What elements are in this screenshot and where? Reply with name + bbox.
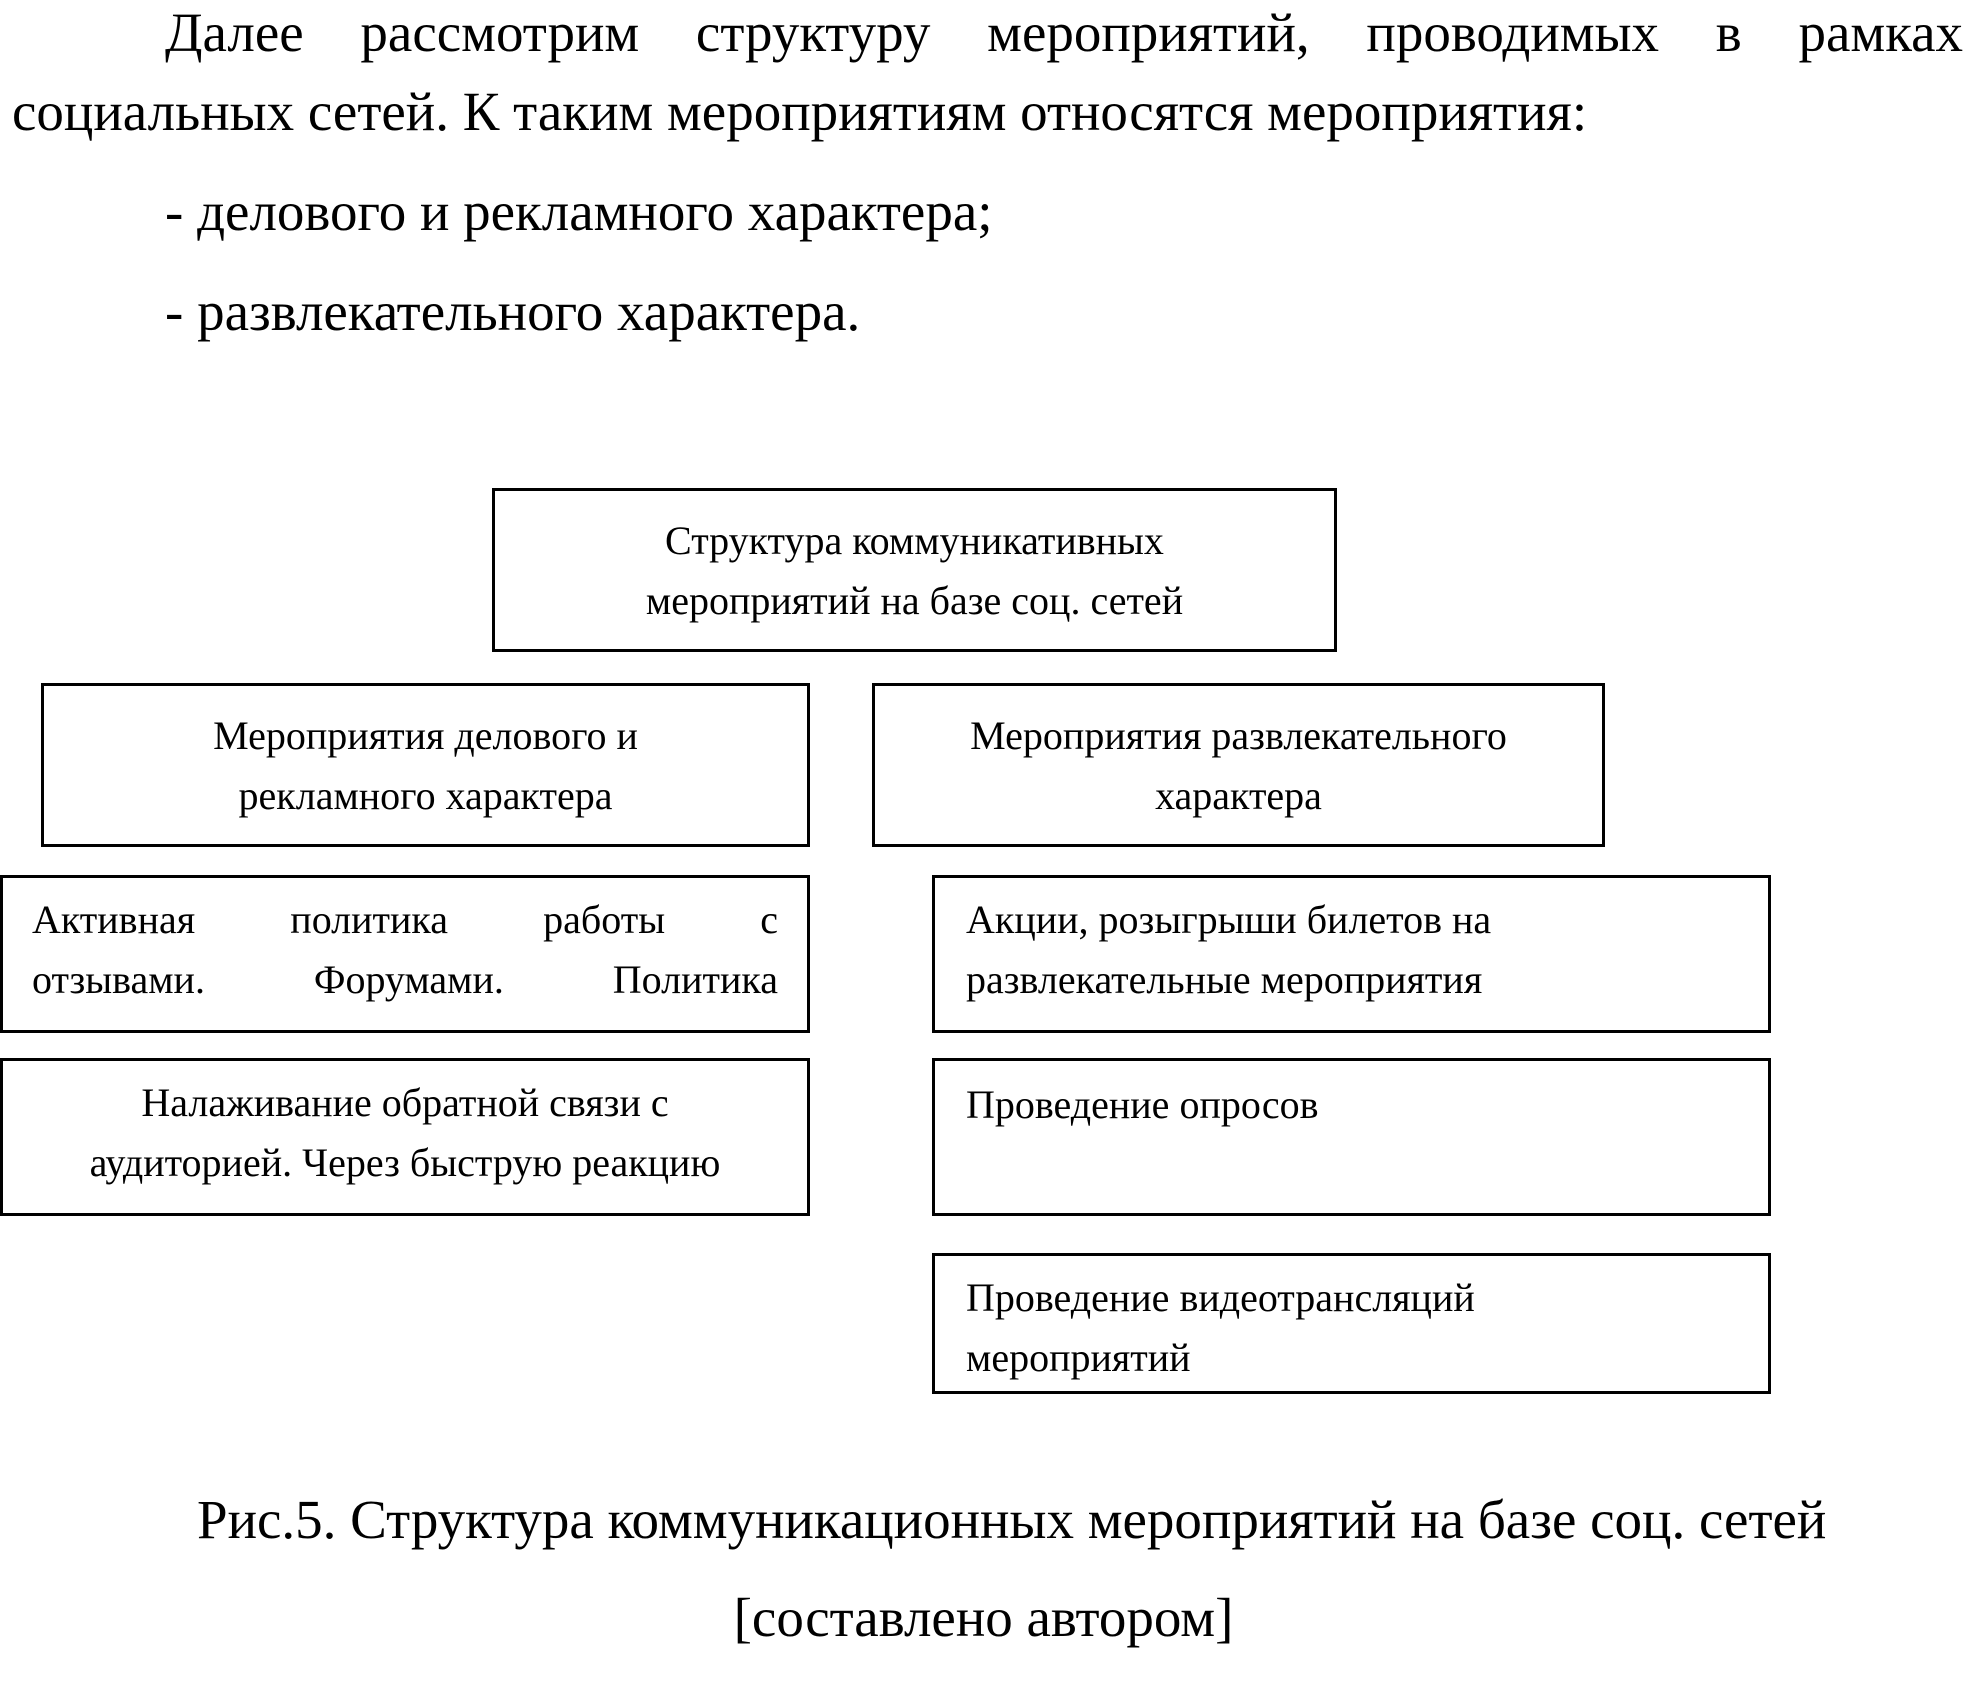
diagram-right-item-3-line-2: мероприятий: [966, 1335, 1191, 1380]
diagram-left-item-2-line-1: Налаживание обратной связи с: [141, 1080, 669, 1125]
diagram-root-box: Структура коммуникативных мероприятий на…: [492, 488, 1337, 652]
diagram-left-item-1-line-1: Активная политика работы с: [32, 890, 778, 950]
diagram-left-branch-box: Мероприятия делового и рекламного характ…: [41, 683, 810, 847]
word: политика: [290, 897, 448, 942]
word: Политика: [612, 957, 778, 1002]
diagram-left-item-1-line-2: отзывами. Форумами. Политика: [32, 950, 778, 1010]
diagram-root-line-2: мероприятий на базе соц. сетей: [645, 578, 1184, 623]
diagram-left-item-2-line-2: аудиторией. Через быструю реакцию: [89, 1140, 721, 1185]
diagram-right-branch-line-1: Мероприятия развлекательного: [970, 713, 1507, 758]
diagram-left-item-1: Активная политика работы с отзывами. Фор…: [0, 875, 810, 1033]
diagram-right-branch-box: Мероприятия развлекательного характера: [872, 683, 1605, 847]
intro-bullet-2: - развлекательного характера.: [165, 281, 861, 342]
word: отзывами.: [32, 957, 205, 1002]
diagram-right-item-1-line-1: Акции, розыгрыши билетов на: [966, 897, 1492, 942]
diagram-right-item-2: Проведение опросов: [932, 1058, 1771, 1216]
figure-caption-line-1: Рис.5. Структура коммуникационных меропр…: [197, 1489, 1827, 1550]
word: с: [760, 897, 779, 942]
word: работы: [543, 897, 666, 942]
diagram-right-item-1-line-2: развлекательные мероприятия: [966, 957, 1483, 1002]
intro-line-2: социальных сетей. К таким мероприятиям о…: [12, 81, 1588, 142]
diagram-left-branch-line-1: Мероприятия делового и: [213, 713, 638, 758]
diagram-root-line-1: Структура коммуникативных: [665, 518, 1164, 563]
diagram-right-item-3: Проведение видеотрансляций мероприятий: [932, 1253, 1771, 1394]
diagram-left-branch-line-2: рекламного характера: [238, 773, 613, 818]
diagram-right-item-2-line-1: Проведение опросов: [966, 1082, 1319, 1127]
figure-caption-line-2: [составлено автором]: [733, 1587, 1234, 1648]
intro-bullet-1: - делового и рекламного характера;: [165, 181, 993, 242]
diagram-right-branch-line-2: характера: [1155, 773, 1322, 818]
diagram-right-item-1: Акции, розыгрыши билетов на развлекатель…: [932, 875, 1771, 1033]
word: Активная: [32, 897, 196, 942]
diagram-left-item-2: Налаживание обратной связи с аудиторией.…: [0, 1058, 810, 1216]
word: Форумами.: [313, 957, 504, 1002]
diagram-right-item-3-line-1: Проведение видеотрансляций: [966, 1275, 1475, 1320]
intro-line-1: Далее рассмотрим структуру мероприятий, …: [165, 2, 1963, 63]
